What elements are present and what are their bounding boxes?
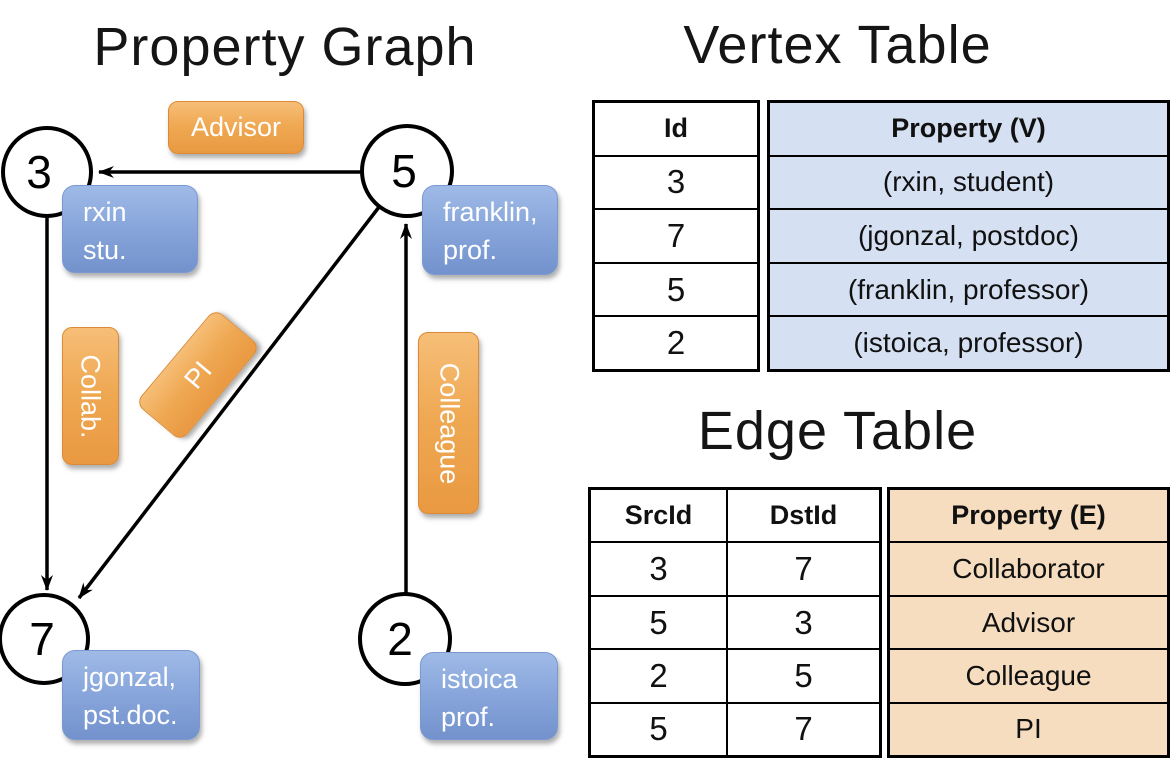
edge-table-property-cell: Collaborator — [890, 541, 1167, 594]
edge-table-ids-row: 3 7 — [591, 541, 879, 595]
edge-table-dstid-cell: 5 — [794, 656, 813, 694]
edge-table-dstid-cell: 3 — [794, 603, 813, 641]
edge-table-property-cell: Colleague — [890, 648, 1167, 701]
vertex-table: Id 3 7 5 2 Property (V) (rxin, student) … — [592, 100, 1170, 372]
vertex-property-box-2-line2: prof. — [441, 702, 496, 732]
edge-label-pi-text: PI — [177, 355, 218, 395]
vertex-table-title: Vertex Table — [683, 15, 992, 75]
edge-table-dstid-header: DstId — [769, 500, 838, 531]
edge-table-ids-row: 2 5 — [591, 648, 879, 702]
edge-table-property-header: Property (E) — [951, 500, 1106, 531]
vertex-property-box-7: jgonzal, pst.doc. — [62, 650, 200, 740]
vertex-table-property-cell: (franklin, professor) — [770, 261, 1167, 316]
vertex-table-id-cell: 3 — [595, 154, 757, 209]
edge-table-srcid-cell: 2 — [591, 650, 728, 702]
property-graph-diagram: 3 5 7 2 Advisor Collab. PI Colleague rxi… — [0, 101, 558, 740]
vertex-property-box-3: rxin stu. — [62, 185, 198, 273]
edge-table-ids-columns: SrcId DstId 3 7 5 3 2 5 5 7 — [588, 487, 882, 758]
vertex-table-property-cell: (istoica, professor) — [770, 315, 1167, 369]
vertex-table-property-column: Property (V) (rxin, student) (jgonzal, p… — [767, 100, 1170, 372]
vertex-property-box-5: franklin, prof. — [422, 185, 558, 275]
edge-table-property-cell: PI — [890, 701, 1167, 755]
vertex-table-id-cell: 2 — [595, 315, 757, 369]
vertex-table-id-column: Id 3 7 5 2 — [592, 100, 760, 372]
edge-table-srcid-cell: 5 — [591, 703, 728, 756]
edge-table-srcid-cell: 5 — [591, 596, 728, 649]
node-5-label: 5 — [391, 145, 417, 197]
property-graph-title: Property Graph — [93, 17, 477, 77]
edge-table-ids-row: 5 3 — [591, 594, 879, 649]
vertex-table-id-cell: 7 — [595, 208, 757, 262]
vertex-property-box-2-line1: istoica — [441, 664, 518, 694]
edge-table-srcid-cell: 3 — [591, 543, 728, 595]
edge-label-advisor-text: Advisor — [190, 112, 282, 142]
edge-label-advisor: Advisor — [168, 101, 304, 154]
vertex-table-id-cell: 5 — [595, 261, 757, 316]
vertex-property-box-7-line1: jgonzal, — [83, 662, 177, 692]
edge-table-dstid-cell: 7 — [794, 710, 813, 748]
vertex-table-id-header: Id — [664, 113, 688, 144]
node-2-label: 2 — [387, 613, 413, 665]
edge-label-colleague: Colleague — [418, 332, 479, 514]
edge-table-title: Edge Table — [697, 401, 978, 461]
vertex-property-box-3-line1: rxin — [83, 197, 127, 227]
edge-label-collab-text: Collab. — [76, 353, 107, 439]
vertex-property-box-5-line1: franklin, — [443, 197, 538, 227]
edge-5-to-7-arrow — [77, 205, 381, 600]
vertex-property-box-2: istoica prof. — [420, 652, 558, 740]
vertex-property-box-5-line2: prof. — [443, 235, 498, 265]
edge-table: SrcId DstId 3 7 5 3 2 5 5 7 Property (E)… — [588, 487, 1170, 758]
edge-table-srcid-header: SrcId — [591, 490, 728, 542]
edge-table-dstid-cell: 7 — [794, 550, 813, 588]
node-7-label: 7 — [29, 613, 55, 665]
edge-table-ids-header-row: SrcId DstId — [591, 490, 879, 542]
vertex-property-box-3-line2: stu. — [83, 235, 127, 265]
edge-table-ids-row: 5 7 — [591, 701, 879, 756]
edge-table-property-cell: Advisor — [890, 594, 1167, 648]
node-3-label: 3 — [26, 146, 52, 198]
edge-label-colleague-text: Colleague — [434, 362, 464, 484]
vertex-table-property-cell: (rxin, student) — [770, 154, 1167, 209]
vertex-table-property-cell: (jgonzal, postdoc) — [770, 208, 1167, 262]
edge-table-property-column: Property (E) Collaborator Advisor Collea… — [887, 487, 1170, 758]
vertex-property-box-7-line2: pst.doc. — [83, 700, 178, 730]
vertex-table-property-header: Property (V) — [891, 113, 1046, 144]
edge-label-collab: Collab. — [62, 327, 119, 465]
